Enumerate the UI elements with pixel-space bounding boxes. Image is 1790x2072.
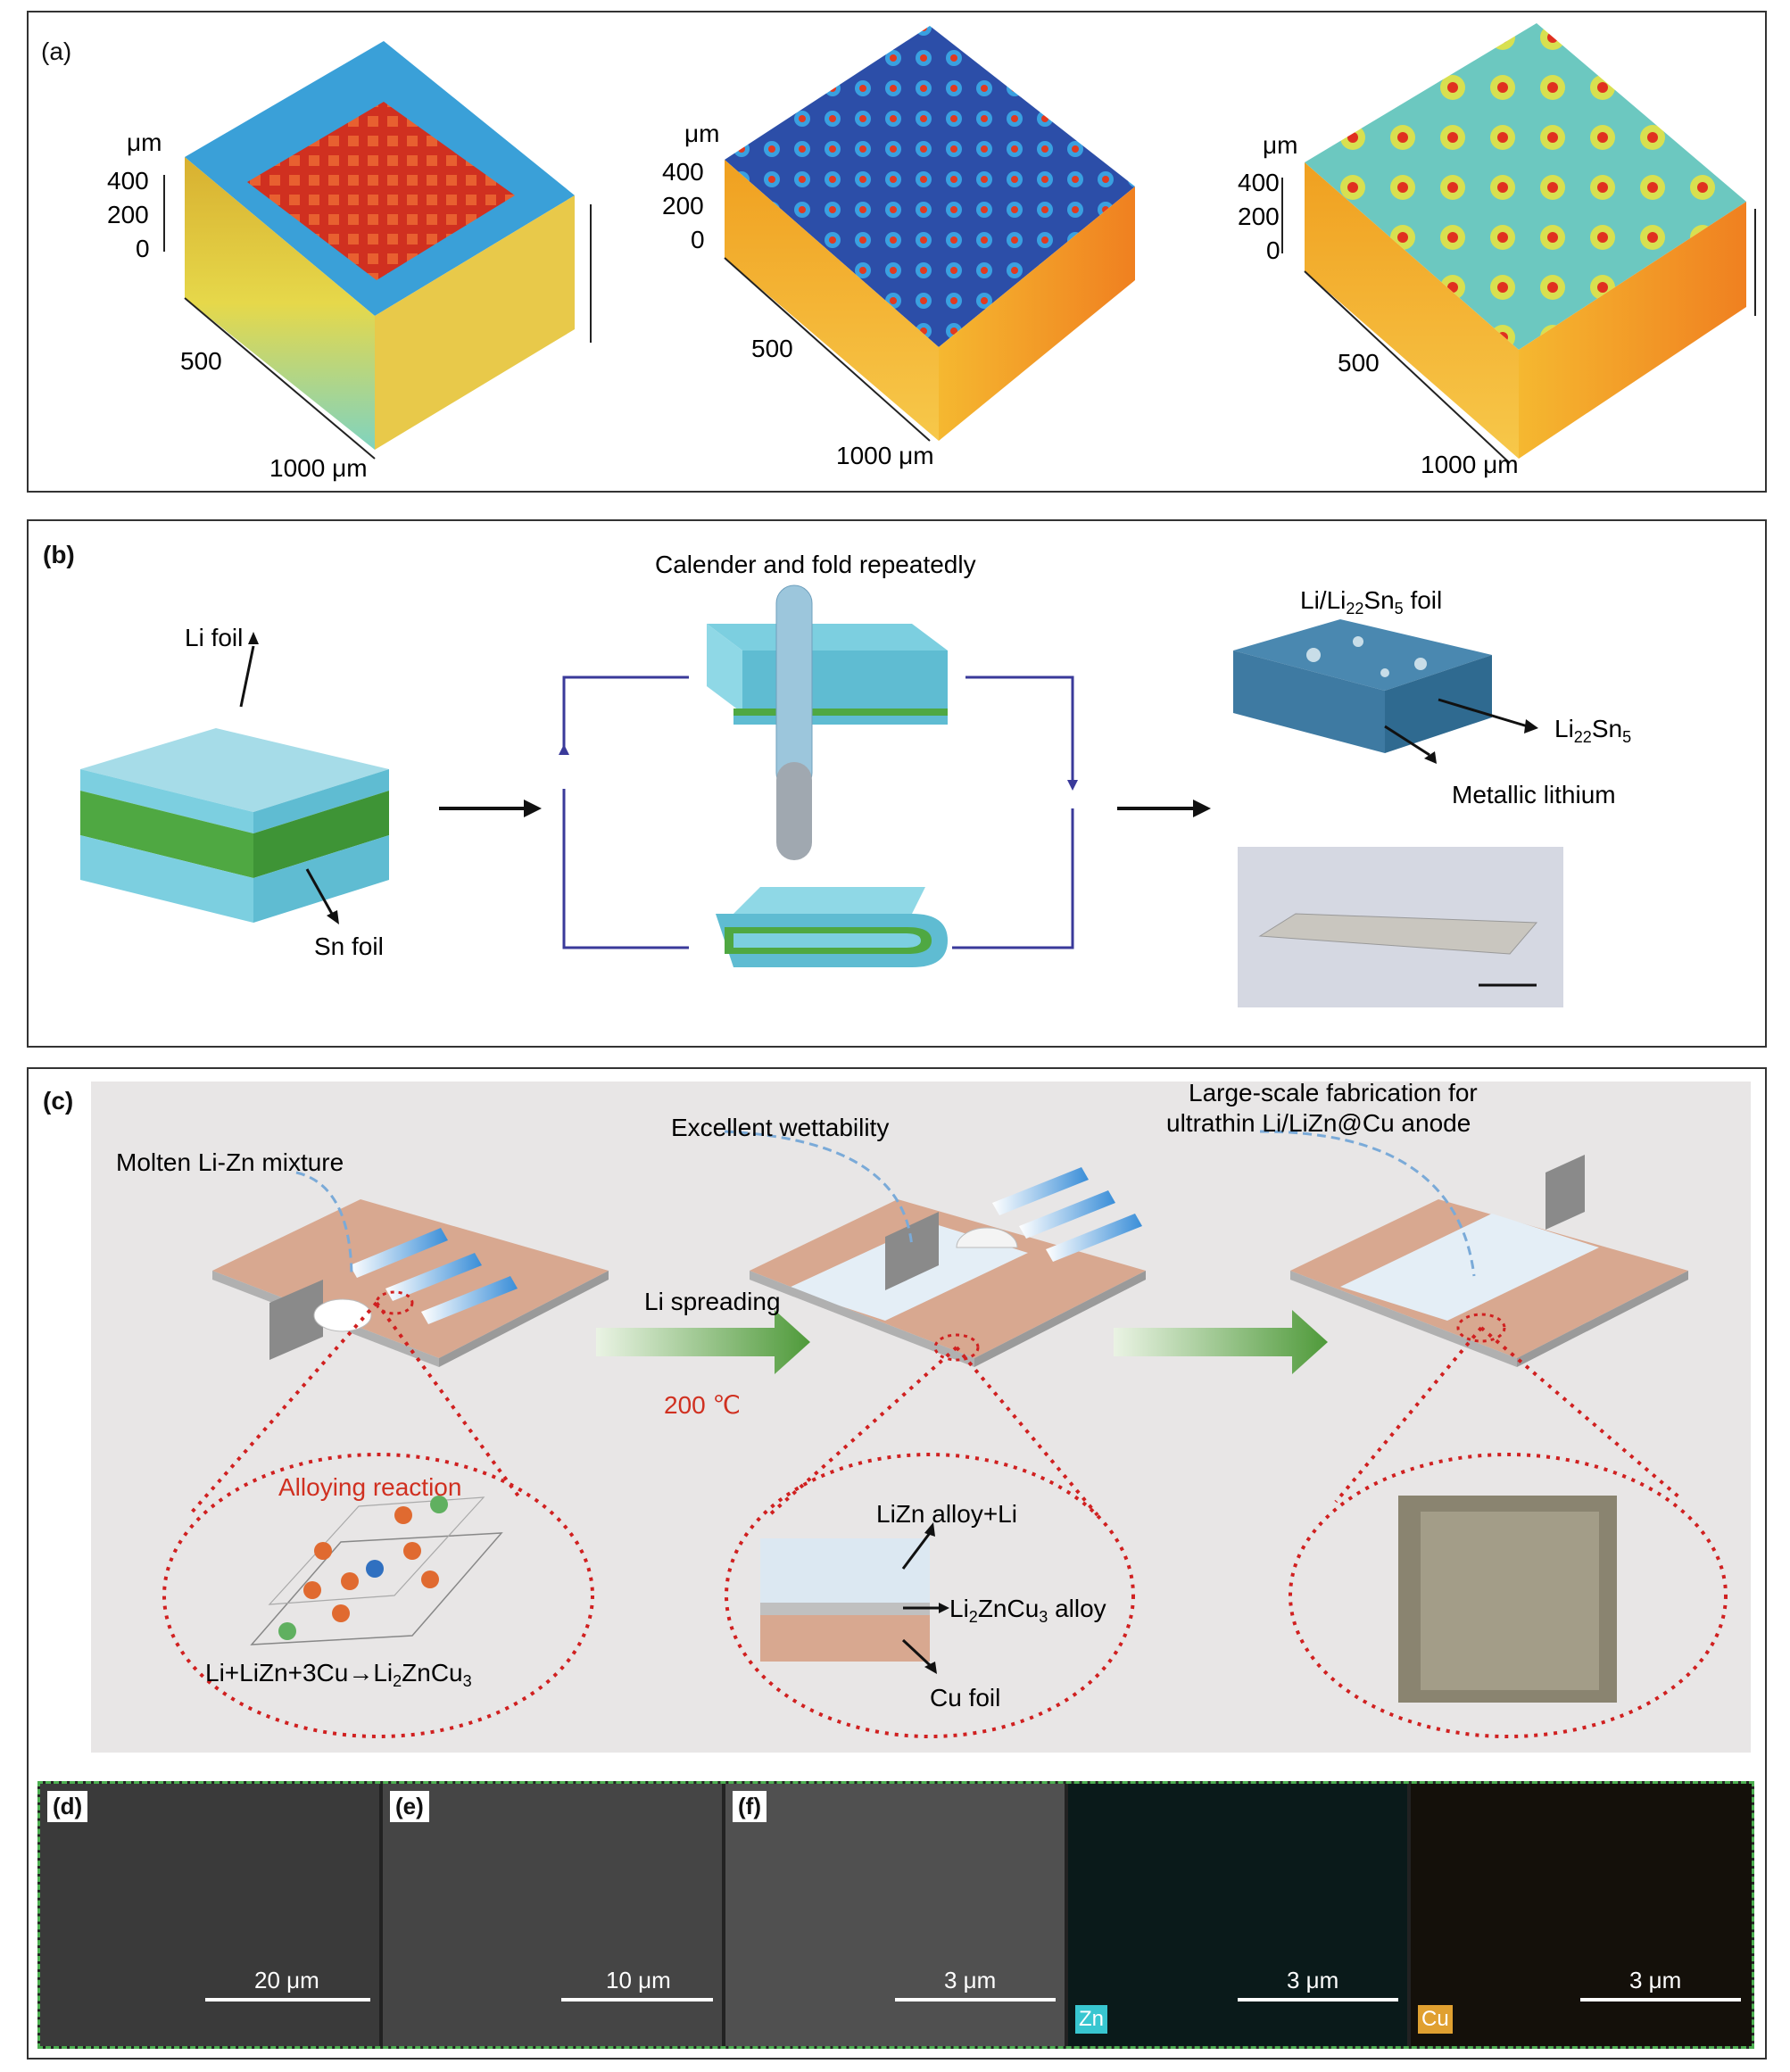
plot2-tick-200: 200 — [662, 192, 704, 220]
scale-bar-e — [561, 1998, 713, 2002]
plot3-end: 1000 μm — [1421, 451, 1519, 478]
panel-b-diagram: Li foil Sn foil Calender and fold repeat… — [80, 551, 1631, 1007]
plot2-end: 1000 μm — [836, 442, 934, 469]
alloy-label: Li2ZnCu3 alloy — [949, 1595, 1106, 1626]
plot3-unit: μm — [1263, 131, 1297, 159]
plot2-tick-400: 400 — [662, 158, 704, 186]
panel-a-plots: μm 400 200 0 500 1000 μm μm 400 200 0 50… — [107, 23, 1756, 482]
plot2-mid: 500 — [751, 335, 793, 362]
eds-map-cu: Cu 3 μm — [1411, 1784, 1752, 2046]
plot2-tick-0: 0 — [691, 226, 705, 253]
foil-photo — [1238, 847, 1563, 1007]
zn-chip: Zn — [1075, 2005, 1108, 2034]
panel-c-label: (c) — [43, 1087, 74, 1115]
plot2-unit: μm — [684, 120, 719, 147]
temp-label: 200 ℃ — [664, 1391, 741, 1419]
topography-plot-2: μm 400 200 0 500 1000 μm — [662, 26, 1135, 469]
zoom-ellipse-2 — [725, 1453, 1135, 1738]
scale-bar-zn — [1238, 1998, 1398, 2002]
panel-a-label: (a) — [41, 37, 72, 65]
wettability-label: Excellent wettability — [671, 1114, 889, 1141]
folded-foil — [716, 887, 948, 967]
second-green-arrow — [1114, 1310, 1328, 1374]
li-foil-label: Li foil — [185, 624, 243, 651]
crystal-structure — [250, 1496, 503, 1645]
panel-b: (b) Li foil Sn foil — [27, 519, 1767, 1048]
molten-label: Molten Li-Zn mixture — [116, 1148, 344, 1176]
eds-map-zn: Zn 3 μm — [1068, 1784, 1407, 2046]
panel-d-label: (d) — [47, 1791, 88, 1822]
topography-plot-3: μm 400 200 0 500 1000 μm — [1238, 23, 1756, 478]
zoom-ellipse-1 — [162, 1453, 594, 1738]
sem-panel-e: (e) 10 μm — [383, 1784, 722, 2046]
panel-c: (c) Molten Li-Zn mixture — [27, 1067, 1767, 2060]
panel-c-diagram: Molten Li-Zn mixture Excellent wettabili… — [91, 1079, 1751, 1753]
plot3-tick-400: 400 — [1238, 169, 1280, 196]
lizn-li-label: LiZn alloy+Li — [876, 1500, 1017, 1528]
zoom-ellipse-3 — [1289, 1453, 1728, 1738]
plot3-tick-200: 200 — [1238, 203, 1280, 230]
plot3-mid: 500 — [1338, 349, 1380, 377]
stage-2-plate — [724, 1130, 1146, 1367]
scale-d: 20 μm — [254, 1967, 319, 1993]
calender-roller — [707, 584, 948, 860]
plot1-tick-200: 200 — [107, 201, 149, 228]
li-sn-stack — [80, 632, 389, 924]
plot1-tick-0: 0 — [136, 235, 150, 262]
li-li22sn5-foil-block — [1233, 619, 1538, 764]
plot1-tick-400: 400 — [107, 167, 149, 195]
cu-foil-label: Cu foil — [930, 1684, 1000, 1711]
micrograph-row: (d) 20 μm (e) 10 μm (f) 3 μm Zn 3 μm Cu … — [37, 1781, 1754, 2049]
reaction-label: Li+LiZn+3Cu→Li2ZnCu3 — [205, 1659, 472, 1690]
scale-bar-d — [205, 1998, 370, 2002]
metallic-lithium-label: Metallic lithium — [1452, 781, 1616, 808]
scale-bar-f — [895, 1998, 1056, 2002]
stage-1-plate — [212, 1171, 609, 1367]
scale-e: 10 μm — [606, 1967, 671, 1993]
large-scale-label-2: ultrathin Li/LiZn@Cu anode — [1166, 1109, 1471, 1137]
alloying-label: Alloying reaction — [278, 1473, 461, 1501]
sem-panel-d: (d) 20 μm — [40, 1784, 379, 2046]
calender-title: Calender and fold repeatedly — [655, 551, 976, 578]
sem-panel-f: (f) 3 μm — [725, 1784, 1065, 2046]
scale-zn: 3 μm — [1287, 1967, 1339, 1993]
panel-a: (a) — [27, 11, 1767, 493]
product-label: Li/Li22Sn5 foil — [1300, 586, 1442, 617]
sn-foil-label: Sn foil — [314, 932, 384, 960]
plot3-tick-0: 0 — [1266, 236, 1280, 264]
cu-chip: Cu — [1418, 2005, 1453, 2034]
phase-label: Li22Sn5 — [1554, 715, 1631, 746]
spreading-arrow — [596, 1310, 810, 1374]
plot1-unit: μm — [127, 128, 162, 156]
stage-3-plate — [1259, 1130, 1688, 1367]
large-scale-label-1: Large-scale fabrication for — [1189, 1079, 1478, 1106]
panel-e-label: (e) — [390, 1791, 429, 1822]
scale-cu: 3 μm — [1629, 1967, 1682, 1993]
topography-plot-1: μm 400 200 0 500 1000 μm — [107, 41, 592, 482]
layer-stack — [760, 1522, 949, 1674]
plot1-mid: 500 — [180, 347, 222, 375]
scale-bar-cu — [1580, 1998, 1741, 2002]
calender-fold-cycle — [562, 675, 1074, 949]
scale-f: 3 μm — [944, 1967, 997, 1993]
panel-b-label: (b) — [43, 541, 75, 568]
panel-f-label: (f) — [733, 1791, 767, 1822]
plot1-end: 1000 μm — [269, 454, 368, 482]
spreading-label: Li spreading — [644, 1288, 781, 1315]
